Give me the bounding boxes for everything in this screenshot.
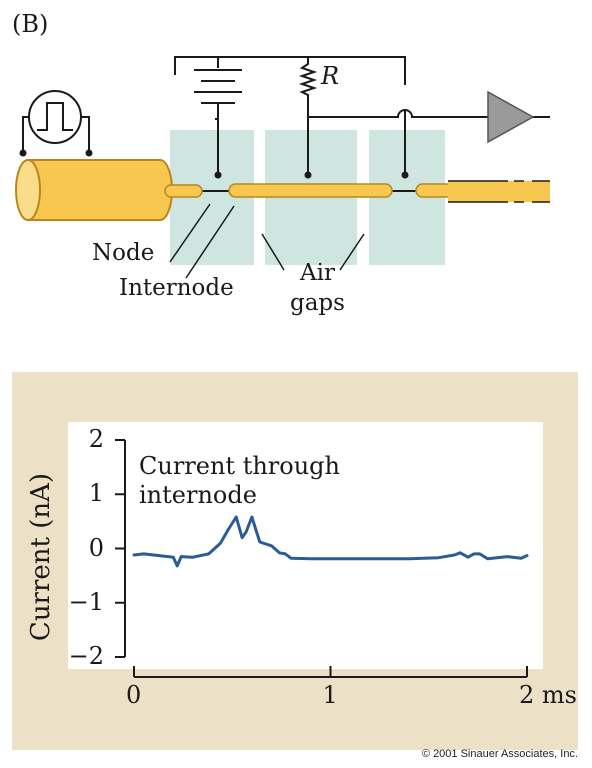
x-tick-label: 1	[322, 681, 338, 709]
y-tick-label: −1	[68, 587, 104, 616]
plot-area	[68, 422, 543, 669]
electrode-contact-3	[401, 171, 409, 179]
x-tick-label: 0	[126, 681, 142, 709]
air-gaps-label-line1: Air	[300, 260, 335, 286]
axon-segment-1	[164, 184, 203, 198]
y-tick-label: 1	[88, 479, 104, 508]
axon-fiber	[164, 180, 550, 203]
recording-circuit	[174, 56, 550, 175]
panel-label: (B)	[12, 10, 49, 38]
label-leader-lines	[169, 203, 365, 279]
chart-annotation: Current through internode	[139, 452, 340, 509]
x-tick-label: 2 ms	[519, 681, 577, 709]
nerve-cylinder	[15, 159, 173, 221]
electrode-contact-2	[304, 171, 312, 179]
axon-segment-2	[228, 183, 393, 198]
air-gaps-label-line2: gaps	[290, 290, 345, 316]
y-tick-label: 2	[88, 425, 104, 453]
nerve-recording-diagram	[15, 56, 550, 279]
node-label: Node	[92, 240, 155, 266]
axon-dashed-end	[448, 181, 550, 202]
internode-label: Internode	[119, 275, 234, 301]
resistor-label: R	[321, 62, 340, 90]
y-tick-label: −2	[68, 642, 104, 670]
stimulator-icon	[19, 90, 93, 157]
electrode-contact-1	[214, 171, 222, 179]
y-tick-label: 0	[88, 533, 104, 562]
current-trace	[132, 515, 529, 568]
y-axis-label: Current (nA)	[26, 472, 56, 642]
copyright-notice: © 2001 Sinauer Associates, Inc.	[421, 748, 578, 760]
amplifier-icon	[487, 90, 535, 144]
air-gaps-label: Air gaps	[290, 258, 345, 318]
